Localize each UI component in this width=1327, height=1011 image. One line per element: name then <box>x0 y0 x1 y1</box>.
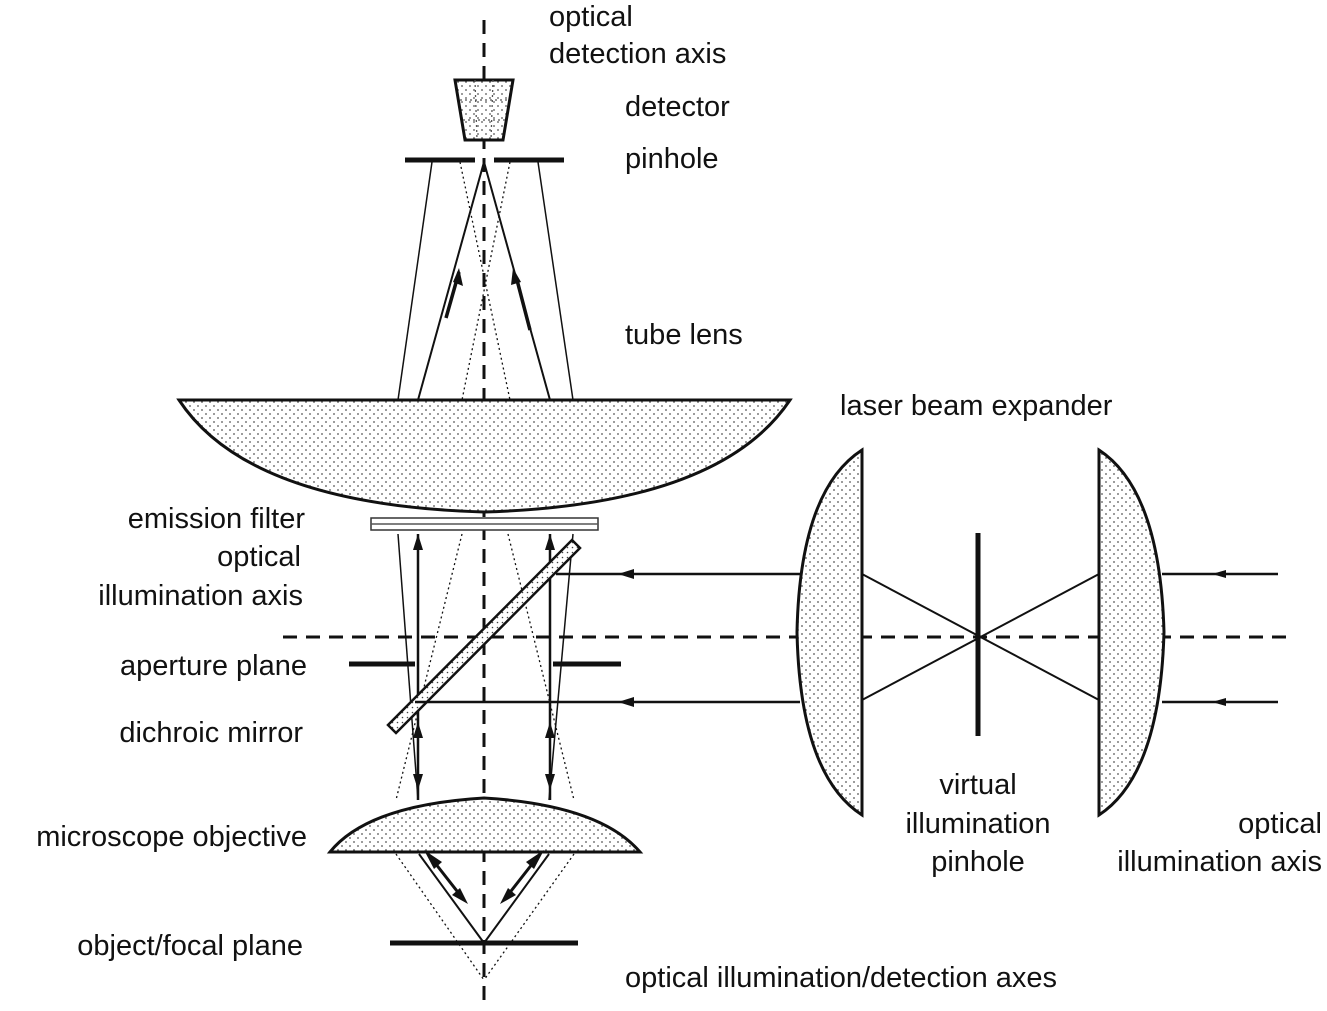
label-virtual-pinhole-line1: virtual <box>939 769 1016 801</box>
label-microscope-objective: microscope objective <box>36 821 307 853</box>
label-object-focal-plane: object/focal plane <box>77 930 303 962</box>
dichroic-mirror-icon <box>386 538 582 735</box>
label-laser-beam-expander: laser beam expander <box>840 390 1113 422</box>
lower-rays <box>395 850 575 981</box>
label-virtual-pinhole-line3: pinhole <box>931 846 1025 878</box>
label-illumination-axis-left-line1: optical <box>217 541 301 573</box>
upper-rays <box>397 161 574 401</box>
label-illumination-axis-right-line2: illumination axis <box>1117 846 1322 878</box>
label-aperture-plane: aperture plane <box>120 650 307 682</box>
tube-lens-icon <box>176 398 793 514</box>
microscope-objective-icon <box>326 796 644 854</box>
label-tube-lens: tube lens <box>625 319 743 351</box>
label-pinhole: pinhole <box>625 143 719 175</box>
label-detector: detector <box>625 91 730 123</box>
illumination-beams <box>415 569 800 707</box>
label-virtual-pinhole-line2: illumination <box>905 808 1050 840</box>
expander-lens-left-icon <box>795 447 864 818</box>
label-detection-axis-line2: detection axis <box>549 38 726 70</box>
label-detection-axis-line1: optical <box>549 1 633 33</box>
emission-filter-icon <box>370 517 599 531</box>
label-dichroic-mirror: dichroic mirror <box>119 717 303 749</box>
input-beams <box>1162 570 1278 706</box>
label-combined-axes: optical illumination/detection axes <box>625 962 1057 994</box>
label-illumination-axis-left-line2: illumination axis <box>98 580 303 612</box>
detector-icon <box>453 78 515 142</box>
label-emission-filter: emission filter <box>128 503 306 535</box>
label-illumination-axis-right-line1: optical <box>1238 808 1322 840</box>
expander-lens-right-icon <box>1097 447 1166 818</box>
middle-rays <box>395 533 575 801</box>
